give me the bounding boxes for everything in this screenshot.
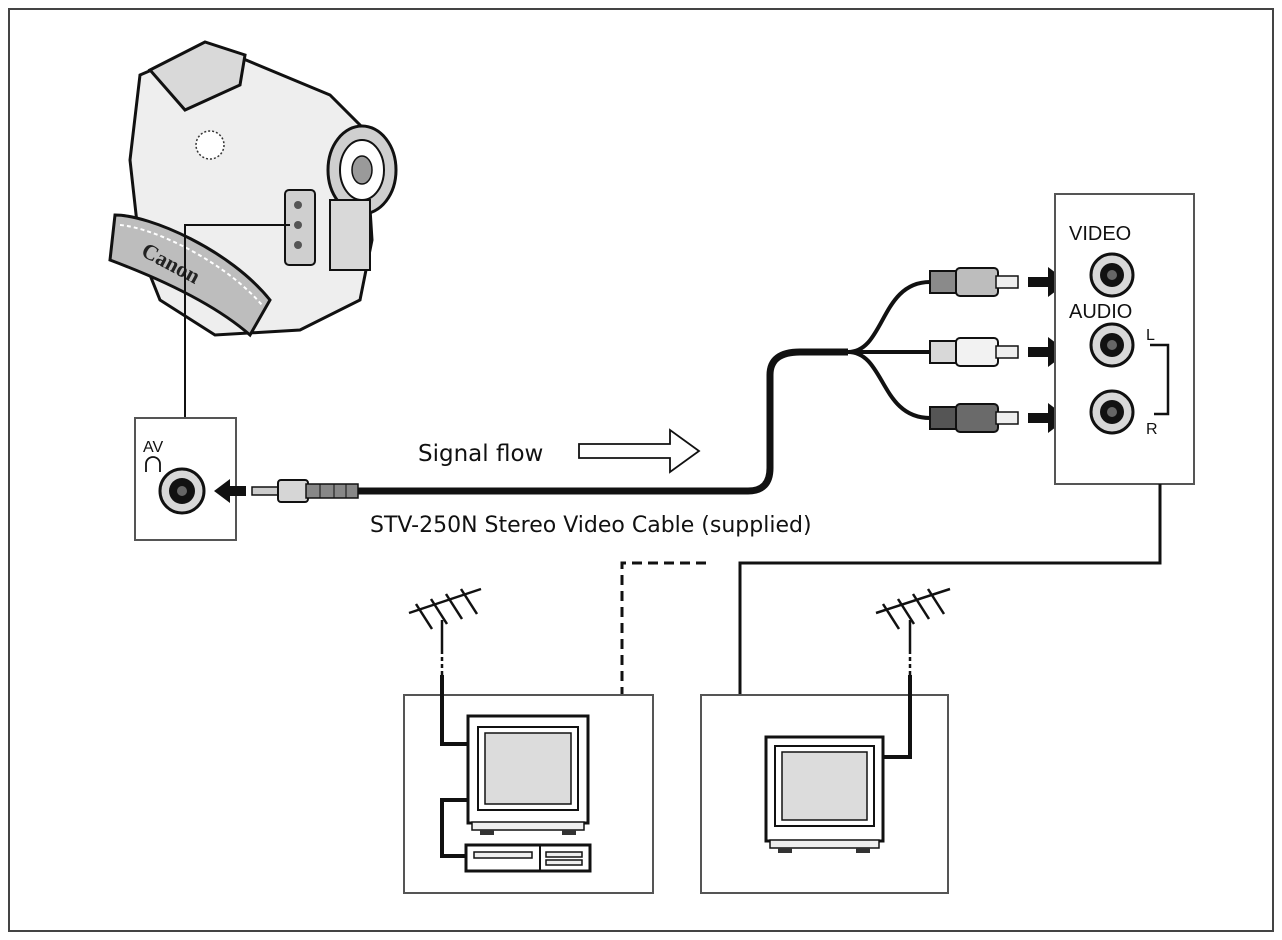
signal-flow-arrow [578,428,701,474]
vcr [464,843,592,873]
tv-to-vcr-cable [440,798,468,858]
audio-right-label: R [1146,421,1158,438]
rca-plug-audio-right [929,403,1019,433]
audio-label: AUDIO [1069,301,1132,323]
av-label: AV [143,439,163,456]
headphone-icon [145,456,161,472]
video-label: VIDEO [1069,223,1131,245]
stereo-video-cable [251,280,931,503]
rca-plug-video [929,267,1019,297]
antenna-icon-right [875,587,951,675]
signal-flow-label: Signal flow [418,441,543,467]
tv-input-panel: VIDEO AUDIO L R [1054,193,1195,485]
rca-plug-audio-left [929,337,1019,367]
antenna-cable-left [440,675,468,746]
av-leader-line [184,224,290,418]
television-right [764,735,885,853]
antenna-cable-right [883,675,912,759]
audio-left-label: L [1146,327,1155,344]
television-left [466,714,590,835]
av-jack-panel: AV [134,417,237,541]
antenna-icon-left [408,587,482,675]
camcorder-illustration: Canon [108,40,398,338]
cable-caption: STV-250N Stereo Video Cable (supplied) [370,513,812,538]
av-input-arrow [214,479,246,503]
